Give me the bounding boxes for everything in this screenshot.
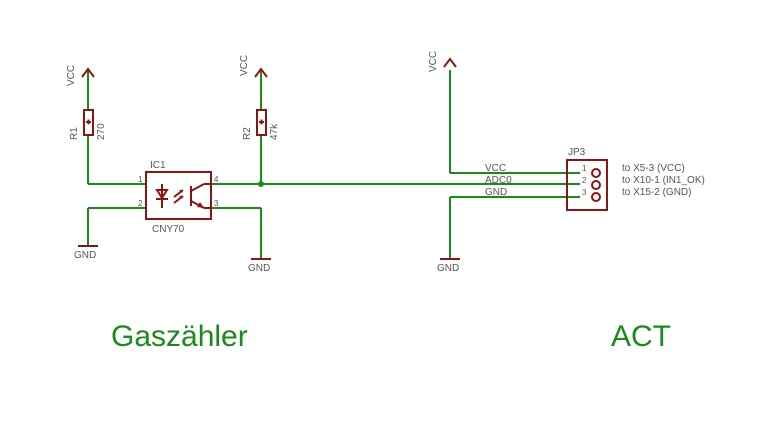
net-label-vcc: VCC	[485, 163, 506, 174]
gnd-label: GND	[74, 250, 96, 261]
resistor-r1: R1 270	[69, 109, 107, 140]
gnd-symbol-2: GND	[248, 258, 271, 274]
jp3-name: JP3	[568, 147, 586, 158]
wires	[87, 70, 580, 259]
vcc-symbol-1: VCC	[66, 65, 95, 86]
vcc-label: VCC	[66, 65, 77, 86]
gnd-symbol-1: GND	[74, 245, 98, 261]
ic1-pin-1: 1	[138, 175, 143, 184]
gnd-label: GND	[437, 263, 459, 274]
destination-label: to X15-2 (GND)	[622, 187, 691, 198]
r2-name: R2	[242, 127, 253, 140]
junction-dot	[258, 181, 264, 187]
destination-label: to X10-1 (IN1_OK)	[622, 175, 705, 186]
vcc-label: VCC	[428, 51, 439, 72]
ic1-pin-4: 4	[214, 175, 219, 184]
resistor-r2: R2 47k	[242, 109, 280, 140]
title-left: Gaszähler	[111, 320, 248, 353]
jp3-pin-2: 2	[582, 176, 587, 185]
ic1-type: CNY70	[152, 224, 185, 235]
vcc-symbol-3: VCC	[428, 51, 457, 72]
ic1-name: IC1	[150, 160, 166, 171]
ic1-pin-2: 2	[138, 199, 143, 208]
net-label-gnd: GND	[485, 187, 507, 198]
destination-label: to X5-3 (VCC)	[622, 163, 685, 174]
title-right: ACT	[611, 320, 671, 353]
jp3-pin-3: 3	[582, 188, 587, 197]
r1-value: 270	[96, 123, 107, 140]
vcc-label: VCC	[239, 55, 250, 76]
r2-value: 47k	[269, 123, 280, 140]
jp3-pin-1: 1	[582, 164, 587, 173]
gnd-label: GND	[248, 263, 270, 274]
gnd-symbol-3: GND	[437, 258, 460, 274]
ic1-pin-3: 3	[214, 199, 219, 208]
r1-name: R1	[69, 127, 80, 140]
vcc-symbol-2: VCC	[239, 55, 268, 78]
connector-jp3: JP3 1 2 3	[566, 147, 608, 211]
net-label-adc0: ADC0	[485, 175, 512, 186]
optocoupler-ic1: IC1 CNY70 1 2 3 4	[138, 160, 219, 235]
